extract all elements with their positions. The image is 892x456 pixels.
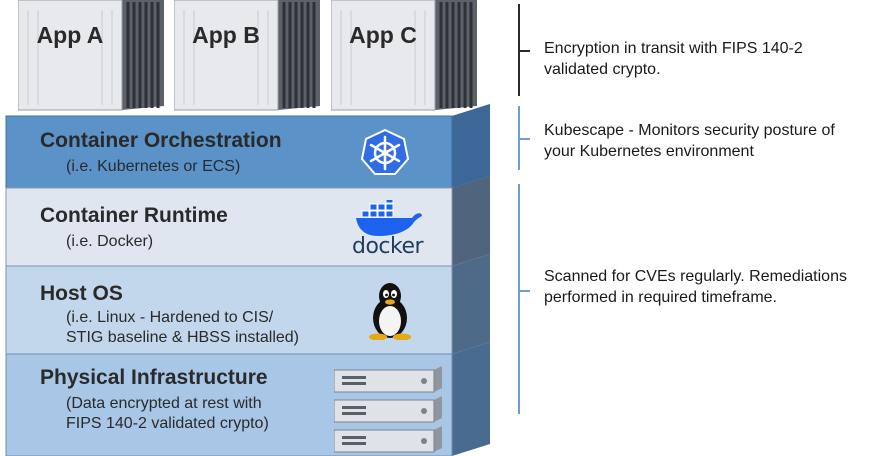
physical-title: Physical Infrastructure	[40, 366, 268, 389]
cves-bracket	[518, 184, 520, 414]
app-c-label: App C	[349, 22, 417, 48]
docker-wordmark: docker	[352, 234, 424, 259]
linux-tux-icon	[369, 283, 411, 340]
physical-subtitle-line-1: (Data encrypted at rest with	[66, 395, 262, 412]
docker-icon	[356, 200, 422, 236]
transit-note-line-1: Encryption in transit with FIPS 140-2	[544, 40, 803, 57]
app-b-label: App B	[192, 22, 260, 48]
kubernetes-icon	[360, 128, 410, 175]
runtime-subtitle: (i.e. Docker)	[66, 233, 154, 250]
orchestration-subtitle: (i.e. Kubernetes or ECS)	[66, 158, 241, 175]
transit-note-line-2: validated crypto.	[544, 61, 661, 78]
cves-note-line-2: performed in required timeframe.	[544, 289, 777, 306]
orchestration-title: Container Orchestration	[40, 129, 282, 152]
kubescape-note-line-2: your Kubernetes environment	[544, 143, 754, 160]
kubescape-bracket-tick	[518, 138, 530, 140]
hostos-subtitle-line-2: STIG baseline & HBSS installed)	[66, 329, 299, 346]
app-a-label: App A	[36, 22, 104, 48]
hostos-title: Host OS	[40, 282, 123, 305]
runtime-title: Container Runtime	[40, 204, 228, 227]
transit-bracket-tick	[518, 50, 530, 52]
app-c-container: App C	[331, 0, 481, 112]
cves-bracket-tick	[518, 290, 530, 292]
app-a-container: App A	[18, 0, 168, 112]
hostos-subtitle-line-1: (i.e. Linux - Hardened to CIS/	[66, 309, 274, 326]
cves-note-line-1: Scanned for CVEs regularly. Remediations	[544, 268, 847, 285]
server-rack-icon	[334, 366, 442, 453]
kubescape-note-line-1: Kubescape - Monitors security posture of	[544, 122, 835, 139]
physical-subtitle-line-2: FIPS 140-2 validated crypto)	[66, 415, 269, 432]
app-b-container: App B	[174, 0, 324, 112]
